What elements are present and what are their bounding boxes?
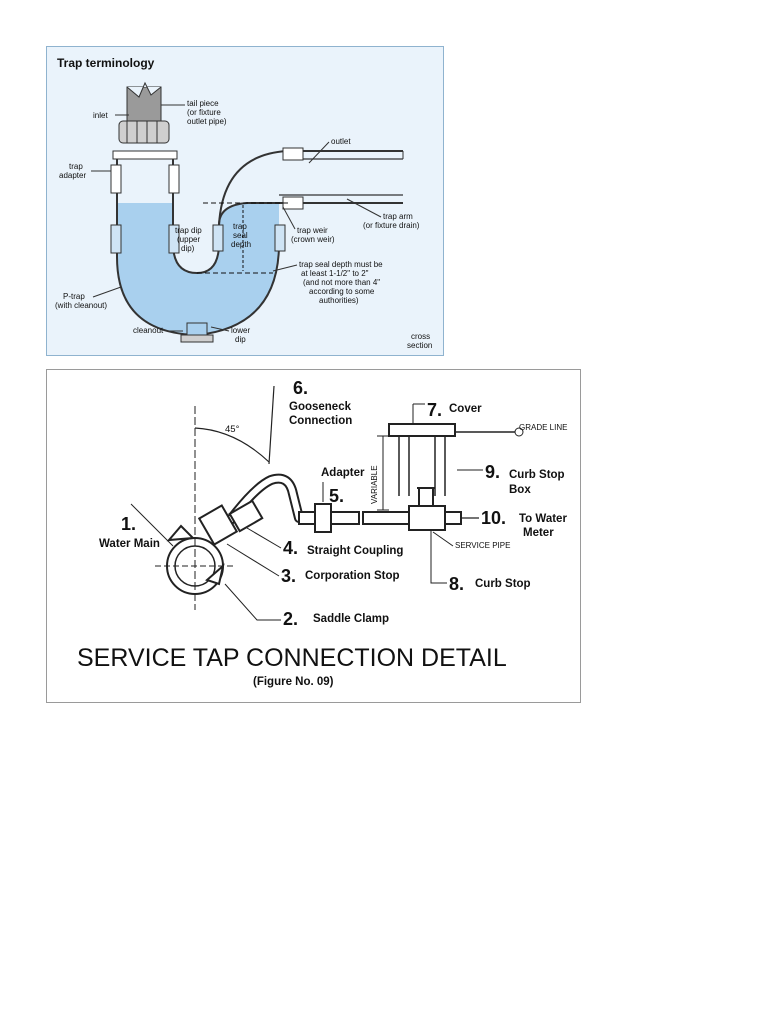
part-5: Adapter 5.	[321, 467, 365, 506]
label-seal-2: seal	[233, 231, 248, 240]
part-2: 2. Saddle Clamp	[224, 583, 389, 629]
part-10-name2: Meter	[523, 527, 554, 539]
part-6-num: 6.	[293, 378, 308, 398]
service-tap-title: SERVICE TAP CONNECTION DETAIL	[77, 644, 507, 672]
part-4-num: 4.	[283, 538, 298, 558]
label-seal-note-5: authorities)	[319, 296, 359, 305]
part-10-name: To Water	[519, 513, 567, 525]
label-seal-note-4: according to some	[309, 287, 375, 296]
label-lower-dip-1: lower	[231, 326, 250, 335]
label-outlet: outlet	[331, 137, 351, 146]
label-seal-note-1: trap seal depth must be	[299, 260, 383, 269]
label-tail-piece-1: tail piece	[187, 99, 219, 108]
label-trap-dip-3: dip)	[181, 244, 195, 253]
part-5-num: 5.	[329, 486, 344, 506]
part-6-name2: Connection	[289, 415, 352, 427]
label-cleanout: cleanout	[133, 326, 164, 335]
service-pipe-label: SERVICE PIPE	[455, 541, 510, 550]
part-9-name: Curb Stop	[509, 469, 565, 481]
part-3-name: Corporation Stop	[305, 570, 400, 582]
part-5-name: Adapter	[321, 467, 365, 479]
label-p-trap-1: P-trap	[63, 292, 85, 301]
trap-diagram: Trap terminology inlet tail piece (or fi…	[55, 56, 432, 350]
part-7: 7. Cover	[412, 400, 482, 424]
service-tap-diagram: 45° VARIABLE 1. Water Main	[77, 378, 567, 688]
part-4-name: Straight Coupling	[307, 545, 403, 557]
label-trap-adapter-1: trap	[69, 162, 83, 171]
label-cross-1: cross	[411, 332, 430, 341]
label-tail-piece-3: outlet pipe)	[187, 117, 227, 126]
part-3: 3. Corporation Stop	[226, 543, 400, 586]
part-9-name2: Box	[509, 484, 531, 496]
label-trap-weir-1: trap weir	[297, 226, 328, 235]
part-8: 8. Curb Stop	[430, 530, 531, 594]
variable-label: VARIABLE	[370, 465, 379, 504]
part-10-num: 10.	[481, 508, 506, 528]
label-seal-note-3: (and not more than 4"	[303, 278, 380, 287]
label-lower-dip-2: dip	[235, 335, 246, 344]
angle-label: 45°	[225, 424, 240, 435]
service-tap-panel: 45° VARIABLE 1. Water Main	[46, 369, 581, 703]
label-p-trap-2: (with cleanout)	[55, 301, 107, 310]
label-trap-dip-2: (upper	[177, 235, 200, 244]
label-seal-1: trap	[233, 222, 247, 231]
part-9-num: 9.	[485, 462, 500, 482]
part-1-num: 1.	[121, 514, 136, 534]
trap-water	[117, 203, 279, 335]
label-seal-note-2: at least 1-1/2" to 2"	[301, 269, 369, 278]
label-tail-piece-2: (or fixture	[187, 108, 221, 117]
label-trap-arm-1: trap arm	[383, 212, 413, 221]
part-8-num: 8.	[449, 574, 464, 594]
trap-title: Trap terminology	[57, 56, 155, 70]
grade-line-label: GRADE LINE	[519, 423, 567, 432]
label-trap-arm-2: (or fixture drain)	[363, 221, 420, 230]
label-trap-dip-1: trap dip	[175, 226, 202, 235]
part-8-name: Curb Stop	[475, 578, 531, 590]
label-trap-weir-2: (crown weir)	[291, 235, 335, 244]
part-1-name: Water Main	[99, 538, 160, 550]
part-2-num: 2.	[283, 609, 298, 629]
label-cross-2: section	[407, 341, 432, 350]
label-trap-adapter-2: adapter	[59, 171, 86, 180]
part-3-num: 3.	[281, 566, 296, 586]
label-inlet: inlet	[93, 111, 108, 120]
part-6: 6. Gooseneck Connection	[289, 378, 352, 427]
part-2-name: Saddle Clamp	[313, 613, 389, 625]
part-1: 1. Water Main	[99, 503, 174, 550]
trap-terminology-panel: Trap terminology inlet tail piece (or fi…	[46, 46, 444, 356]
figure-number: (Figure No. 09)	[253, 676, 334, 688]
part-7-name: Cover	[449, 403, 482, 415]
part-7-num: 7.	[427, 400, 442, 420]
part-9: 9. Curb Stop Box	[457, 462, 565, 496]
label-seal-3: depth	[231, 240, 251, 249]
part-10: 10. To Water Meter	[481, 508, 567, 539]
part-6-name: Gooseneck	[289, 401, 352, 413]
part-4: 4. Straight Coupling	[246, 527, 403, 558]
